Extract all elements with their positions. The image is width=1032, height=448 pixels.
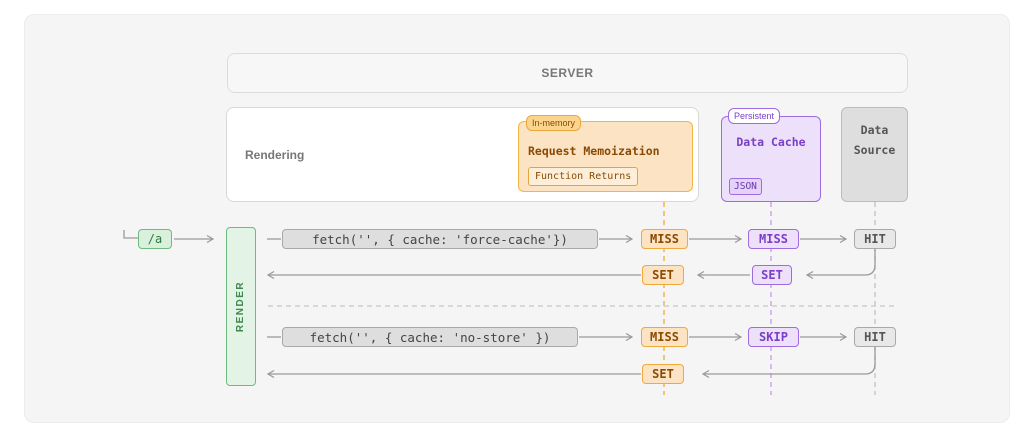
server-box: SERVER xyxy=(227,53,908,93)
data-source-line1: Data xyxy=(860,123,889,137)
persistent-tag: Persistent xyxy=(728,108,781,124)
cache-skip-2: SKIP xyxy=(748,327,799,347)
json-label: JSON xyxy=(729,178,762,195)
request-memoization-box: Request Memoization Function Returns xyxy=(518,121,693,192)
render-bar: RENDER xyxy=(226,227,256,386)
source-hit-1: HIT xyxy=(854,229,896,249)
in-memory-tag: In-memory xyxy=(526,115,582,131)
hit-return1 xyxy=(807,249,876,275)
memo-miss-2: MISS xyxy=(641,327,688,347)
memo-title: Request Memoization xyxy=(528,143,660,158)
cache-miss-1: MISS xyxy=(748,229,799,249)
memo-set-1: SET xyxy=(642,265,684,285)
cache-set-1: SET xyxy=(752,265,792,285)
function-returns-label: Function Returns xyxy=(528,166,639,186)
entry-line xyxy=(123,230,138,239)
data-source-box: Data Source xyxy=(841,107,908,202)
route-pill: /a xyxy=(138,229,172,249)
data-source-line2: Source xyxy=(853,143,896,157)
fetch-no-store: fetch('', { cache: 'no-store' }) xyxy=(282,327,578,347)
data-cache-title: Data Cache xyxy=(736,135,806,149)
data-cache-box: Data Cache JSON xyxy=(721,116,821,202)
memo-set-2: SET xyxy=(642,364,684,384)
hit-return2 xyxy=(703,347,876,374)
memo-miss-1: MISS xyxy=(641,229,688,249)
source-hit-2: HIT xyxy=(854,327,896,347)
fetch-force-cache: fetch('', { cache: 'force-cache'}) xyxy=(282,229,598,249)
render-label: RENDER xyxy=(235,280,247,333)
